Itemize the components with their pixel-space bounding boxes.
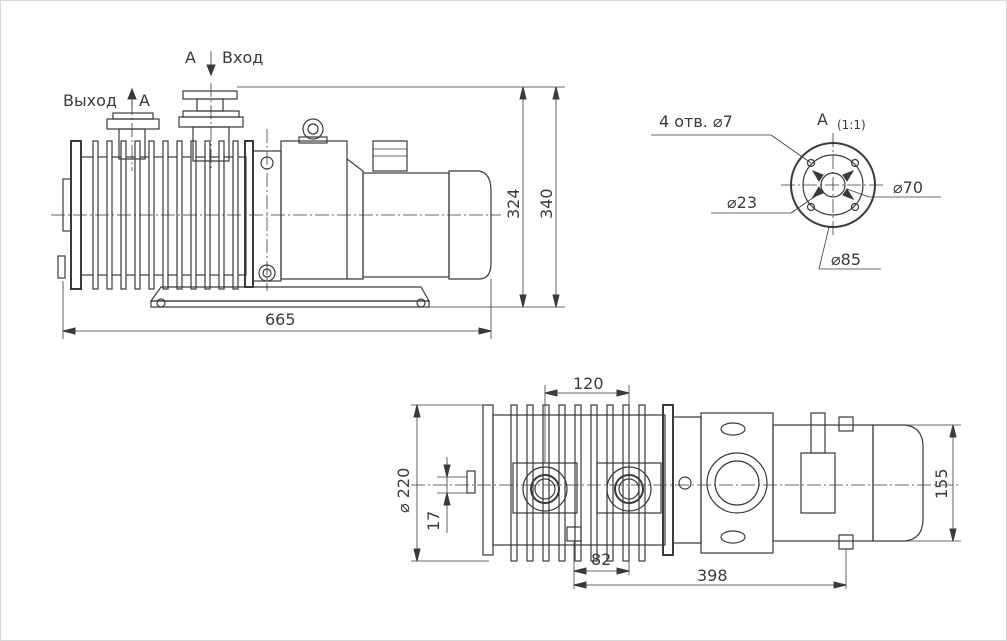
dim-398: 398 — [697, 566, 728, 585]
holes-callout: 4 отв. ⌀7 — [659, 112, 733, 131]
dim-height-340: 340 — [537, 188, 556, 219]
outlet-label: Выход — [63, 91, 117, 110]
dim-d23: ⌀23 — [727, 193, 757, 212]
electric-motor — [280, 118, 492, 280]
dim-17: 17 — [424, 511, 443, 531]
dim-height-324: 324 — [504, 188, 523, 219]
detail-view-a — [651, 133, 941, 270]
inlet-section-mark: A — [185, 48, 196, 67]
dim-length-665: 665 — [265, 310, 296, 329]
base-frame — [149, 286, 431, 308]
dim-d220: ⌀ 220 — [394, 468, 413, 513]
dim-d70: ⌀70 — [893, 178, 923, 197]
outlet-port — [106, 101, 160, 171]
inlet-label: Вход — [222, 48, 263, 67]
side-view — [51, 51, 565, 339]
detail-scale: (1:1) — [837, 118, 866, 132]
outlet-section-mark: A — [139, 91, 150, 110]
detail-title: A — [817, 110, 828, 129]
dim-155: 155 — [932, 468, 951, 499]
dim-120: 120 — [573, 374, 604, 393]
inlet-port — [178, 83, 244, 171]
top-view — [411, 385, 961, 589]
dim-d85: ⌀85 — [831, 250, 861, 269]
top-cooling-fins — [510, 404, 646, 562]
dim-82: 82 — [591, 550, 611, 569]
